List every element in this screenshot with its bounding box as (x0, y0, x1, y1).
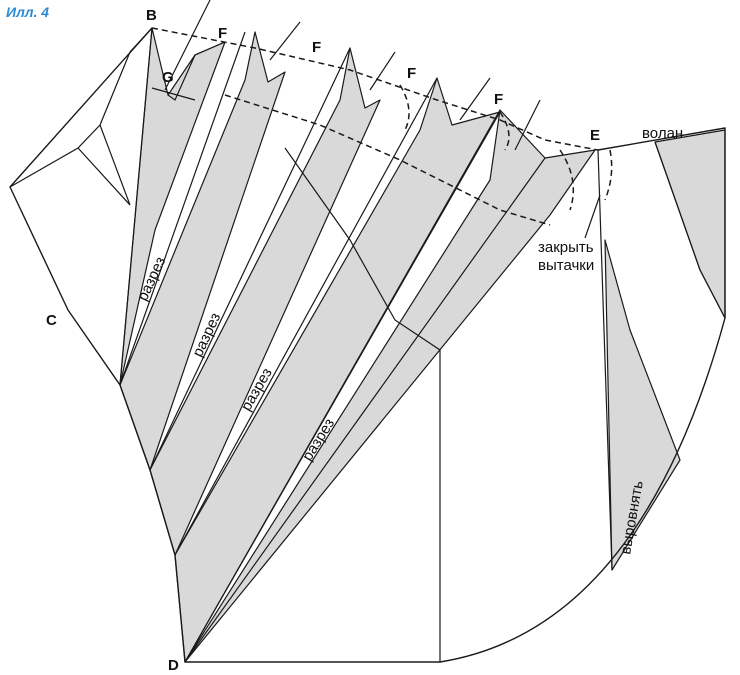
spread-wedges (119, 27, 726, 663)
point-b: B (146, 7, 157, 24)
pattern-outline (9, 0, 726, 663)
extension-3 (369, 51, 396, 91)
label-flounce: волан (642, 125, 683, 142)
point-f-3: F (407, 65, 416, 82)
extension-5 (514, 99, 541, 151)
label-close-darts-2: вытачки (538, 257, 594, 274)
cut-line-5 (184, 109, 501, 663)
g-notch (167, 41, 226, 101)
cut-line-3 (149, 47, 351, 471)
point-labels: B G F F F F E C D (46, 7, 600, 674)
inner-panel-line (77, 124, 131, 206)
label-close-darts-1: закрыть (538, 239, 594, 256)
cut-line-4 (174, 77, 438, 556)
darts-pointer (584, 194, 601, 239)
dart-4 (604, 149, 613, 201)
extension-4 (459, 77, 491, 121)
point-e: E (590, 127, 600, 144)
outer-contour (9, 27, 726, 663)
extension-1 (164, 0, 211, 91)
cut-line-1 (119, 27, 153, 386)
dashed-contour (151, 27, 613, 226)
extension-2 (269, 21, 301, 61)
dart-1 (399, 84, 410, 131)
cut-line-6 (184, 157, 546, 663)
dart-3 (559, 149, 575, 211)
fold-line-1 (284, 147, 441, 662)
point-f-1: F (218, 25, 227, 42)
point-c: C (46, 312, 57, 329)
point-g: G (162, 69, 174, 86)
wedge-flounce (654, 129, 726, 319)
fold-line-2 (597, 149, 613, 571)
flounce-edge (654, 141, 726, 319)
dart-2 (499, 111, 510, 151)
point-d: D (168, 657, 179, 674)
cut-line-2 (119, 31, 246, 386)
point-f-4: F (494, 91, 503, 108)
point-f-2: F (312, 39, 321, 56)
figure-label: Илл. 4 (6, 4, 50, 20)
wedge-even (604, 239, 681, 571)
yoke-line (151, 87, 196, 101)
dashed-top (151, 27, 599, 151)
